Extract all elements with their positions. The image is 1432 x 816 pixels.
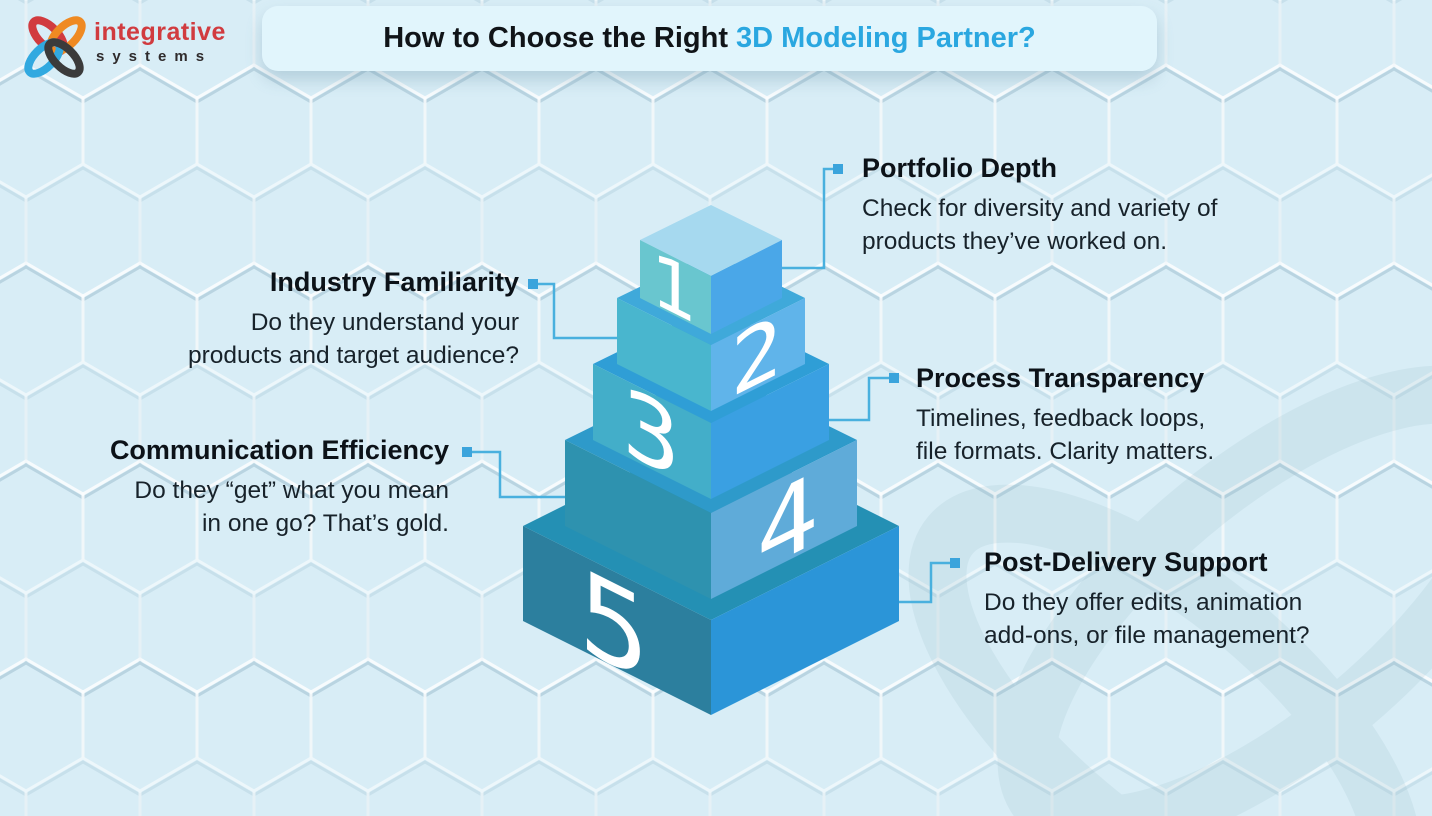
callout-body-line2: products and target audience? [188, 342, 519, 369]
callout-process-transparency: Process Transparency Timelines, feedback… [916, 358, 1214, 468]
logo-word-systems: systems [96, 48, 213, 65]
callout-post-delivery-support: Post-Delivery Support Do they offer edit… [984, 542, 1310, 652]
callout-body-line2: add-ons, or file management? [984, 622, 1310, 649]
title-card: How to Choose the Right 3D Modeling Part… [262, 6, 1157, 71]
callout-body: Timelines, feedback loops, file formats.… [916, 402, 1214, 468]
callout-title: Post-Delivery Support [984, 547, 1268, 577]
square-post-delivery-support [950, 558, 960, 568]
tier3-right-face [711, 364, 829, 499]
callout-body-line2: in one go? That’s gold. [201, 510, 449, 537]
callout-body: Check for diversity and variety of produ… [862, 192, 1217, 258]
callout-body-line2: products they’ve worked on. [862, 228, 1168, 255]
callout-communication-efficiency: Communication Efficiency Do they “get” w… [110, 430, 449, 540]
logo-swirl-icon [24, 16, 86, 78]
connector-industry-familiarity [533, 282, 617, 340]
callout-body: Do they understand your products and tar… [188, 306, 519, 372]
callout-connectors [467, 167, 955, 604]
callout-end-squares [462, 164, 960, 568]
title-text: How to Choose the Right [383, 22, 737, 54]
title-accent-text: 3D Modeling Partner? [736, 22, 1036, 54]
pyramid-tier-1 [640, 205, 782, 334]
connector-portfolio-depth [782, 167, 838, 270]
tier5-right-face [711, 526, 899, 715]
tier1-right-face [711, 240, 782, 334]
tier2-left-face [617, 298, 711, 411]
callout-body-line2: file formats. Clarity matters. [916, 438, 1215, 465]
tier5-left-face [523, 526, 711, 715]
tier1-left-face [640, 240, 711, 334]
square-industry-familiarity [528, 279, 538, 289]
tier4-left-face [565, 440, 711, 599]
callout-body-line1: Check for diversity and variety of [862, 195, 1218, 222]
pyramid: 1 2 3 4 5 [523, 205, 899, 715]
square-portfolio-depth [833, 164, 843, 174]
callout-industry-familiarity: Industry Familiarity Do they understand … [188, 262, 519, 372]
watermark-logo-swirl [908, 365, 1432, 816]
tier3-left-face [593, 364, 711, 499]
callout-body: Do they “get” what you mean in one go? T… [110, 474, 449, 540]
square-communication-efficiency [462, 447, 472, 457]
callout-body-line1: Do they offer edits, animation [984, 589, 1303, 616]
callout-portfolio-depth: Portfolio Depth Check for diversity and … [862, 148, 1217, 258]
callout-title: Communication Efficiency [109, 435, 449, 465]
logo-word-integrative: integrative [94, 18, 226, 46]
callout-title: Industry Familiarity [269, 267, 519, 297]
integrative-systems-logo: integrative systems [10, 4, 270, 80]
square-process-transparency [889, 373, 899, 383]
connector-post-delivery-support [899, 561, 955, 604]
callout-title: Portfolio Depth [862, 153, 1057, 183]
callout-body: Do they offer edits, animation add-ons, … [984, 586, 1310, 652]
callout-body-line1: Timelines, feedback loops, [916, 405, 1206, 432]
callout-title: Process Transparency [916, 363, 1205, 393]
connector-communication-efficiency [467, 450, 565, 499]
callout-body-line1: Do they “get” what you mean [134, 477, 449, 504]
connector-process-transparency [829, 376, 894, 422]
callout-body-line1: Do they understand your [250, 309, 519, 336]
tier2-right-face [711, 298, 805, 411]
tier4-right-face [711, 440, 857, 599]
tier1-top-face [640, 205, 782, 276]
